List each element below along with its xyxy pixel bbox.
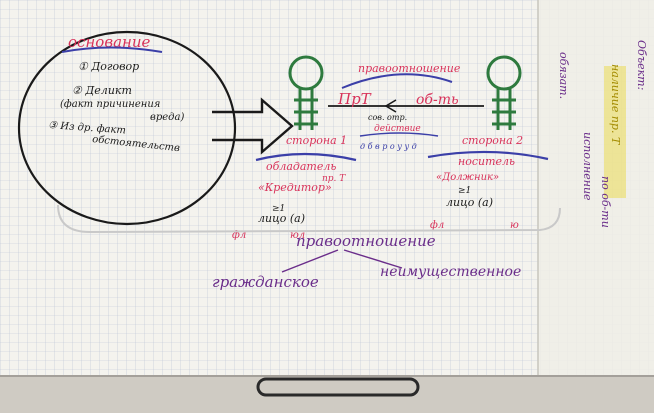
grounds-heading: основание bbox=[68, 33, 151, 51]
non-property-label: неимущественное bbox=[380, 264, 521, 280]
ul-right-mark: ю bbox=[510, 220, 519, 231]
holder-2-line-2: «Должник» bbox=[436, 172, 499, 183]
side-note-4: исполнение bbox=[581, 132, 594, 201]
obligation-label: об-ть bbox=[416, 92, 459, 108]
fl-right-mark: фл bbox=[430, 220, 444, 231]
relation-title: правоотношение bbox=[358, 62, 461, 75]
creditor-label: «Кредитор» bbox=[258, 181, 332, 194]
right-arrow-label: ПрТ bbox=[337, 90, 372, 108]
ground-2-text: ② Деликт bbox=[72, 84, 132, 97]
relation-arc bbox=[341, 73, 453, 89]
party-2-head bbox=[486, 55, 522, 91]
big-arrow bbox=[212, 97, 294, 155]
ground-3-text: ③ Из др. факт bbox=[48, 120, 126, 136]
party-1-label: сторона 1 bbox=[286, 134, 347, 147]
party-2-label: сторона 2 bbox=[462, 134, 523, 147]
count-left: ≥1 bbox=[272, 204, 285, 214]
side-note-3: наличие пр. Т bbox=[609, 64, 622, 146]
action-label: действие bbox=[374, 124, 421, 134]
party-1-head bbox=[288, 55, 324, 91]
holder-1-line-2: пр. Т bbox=[322, 174, 346, 184]
heading-underline bbox=[61, 46, 163, 53]
side-note-2: обязат. bbox=[557, 52, 570, 99]
ground-2-detail-1: (факт причинения bbox=[60, 99, 160, 110]
content-label: сов. отр. bbox=[368, 113, 407, 122]
yellow-highlight bbox=[604, 66, 626, 198]
ul-left-mark: юл bbox=[290, 230, 305, 241]
notebook-clip bbox=[256, 377, 420, 397]
side-note-1: Объект: bbox=[635, 40, 648, 90]
fl-left-mark: фл bbox=[232, 230, 246, 241]
side-note-5: по об-ти bbox=[599, 176, 612, 228]
civil-label: гражданское bbox=[212, 273, 319, 291]
ground-2-detail-2: вреда) bbox=[150, 112, 184, 123]
grounds-circle bbox=[17, 30, 237, 226]
holder-2-line-1: носитель bbox=[458, 155, 515, 168]
person-left: лицо (а) bbox=[258, 212, 305, 225]
faint-bracket bbox=[57, 204, 561, 234]
legal-relation-heading: правоотношение bbox=[296, 232, 436, 250]
holder-1-line-1: обладатель bbox=[266, 160, 336, 173]
action-letters: д б в р о у у д bbox=[360, 142, 417, 151]
right-page-margin bbox=[538, 0, 654, 413]
ground-1-text: ① Договор bbox=[78, 60, 139, 73]
person-right: лицо (а) bbox=[446, 196, 493, 209]
count-right: ≥1 bbox=[458, 186, 471, 196]
